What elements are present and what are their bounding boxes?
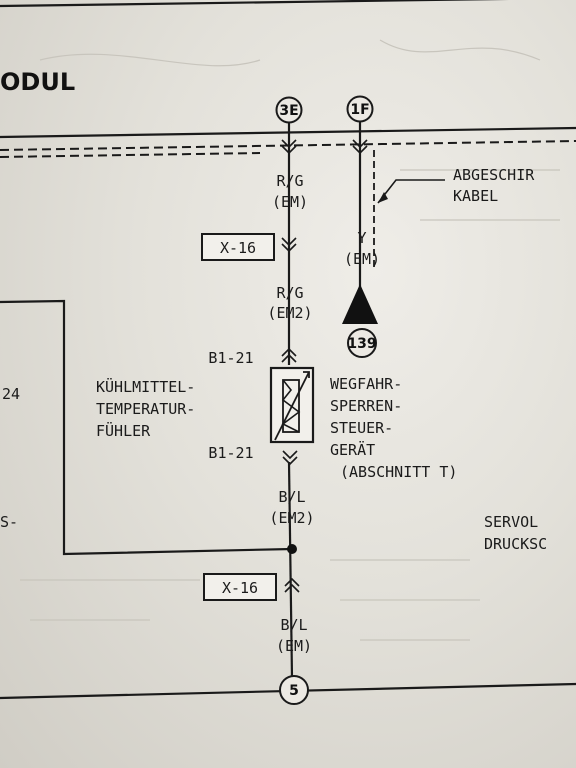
svg-text:3E: 3E [279, 103, 298, 119]
wire-label-y: Y [357, 229, 366, 247]
left-fragment-24: 24 [2, 385, 20, 403]
component-right-line-1: WEGFAHR- [330, 375, 402, 393]
component-right-line-3: STEUER- [330, 419, 393, 437]
shield-leader-arrow [378, 192, 388, 203]
wire-label-em2-1: (EM2) [267, 304, 312, 322]
svg-text:139: 139 [347, 336, 376, 352]
chevron-connector-3 [281, 347, 297, 363]
header-rule-dashed-2 [0, 152, 261, 158]
connector-1f: 1F [346, 95, 374, 123]
left-fragment-s: S- [0, 513, 18, 531]
splice-dot [287, 544, 297, 554]
svg-text:5: 5 [289, 683, 299, 699]
connector-5: 5 [279, 675, 309, 705]
chevron-connector-1 [281, 139, 297, 155]
svg-text:X-16: X-16 [222, 579, 258, 597]
top-border-line [0, 0, 512, 8]
component-right-line-5: (ABSCHNITT T) [340, 463, 457, 481]
chevron-connector-2 [281, 237, 297, 253]
servo-label-line-2: DRUCKSC [484, 535, 547, 553]
component-left-line-2: TEMPERATUR- [96, 400, 195, 418]
svg-text:X-16: X-16 [220, 239, 256, 257]
component-left-line-3: FÜHLER [96, 421, 151, 440]
component-left-line-1: KÜHLMITTEL- [96, 377, 195, 396]
reference-circle-139: 139 [347, 328, 377, 358]
chevron-connector-y [352, 139, 368, 155]
pin-label-bottom: B1-21 [208, 444, 253, 462]
temperature-sensor-symbol [269, 366, 315, 444]
junction-box-lower: X-16 [203, 573, 277, 601]
shield-label-line-2: KABEL [453, 187, 498, 205]
background-traces [20, 39, 560, 641]
wire-label-em-1: (EM) [272, 193, 308, 211]
component-right-line-2: SPERREN- [330, 397, 402, 415]
module-header: ODUL [0, 68, 75, 96]
connector-3e: 3E [275, 96, 303, 124]
pin-label-top: B1-21 [208, 349, 253, 367]
chevron-connector-5 [284, 577, 300, 593]
junction-box-upper: X-16 [201, 233, 275, 261]
component-right-line-4: GERÄT [330, 440, 375, 459]
wire-label-bl-1: B/L [278, 488, 305, 506]
ground-arrow-symbol [342, 284, 378, 324]
svg-text:1F: 1F [350, 102, 369, 118]
wire-label-em2-2: (EM2) [269, 509, 314, 527]
servo-label-line-1: SERVOL [484, 513, 538, 531]
shield-leader [377, 179, 445, 204]
wire-left-loop [0, 299, 293, 556]
shield-label-line-1: ABGESCHIR [453, 166, 535, 184]
wire-main-lower [287, 461, 294, 679]
wire-label-em-y: (EM) [344, 250, 380, 268]
wire-label-rg-1: R/G [276, 172, 303, 190]
wire-label-rg-2: R/G [276, 284, 303, 302]
chevron-connector-4 [282, 450, 298, 466]
wire-label-bl-2: B/L [280, 616, 307, 634]
wire-label-em-2: (EM) [276, 637, 312, 655]
